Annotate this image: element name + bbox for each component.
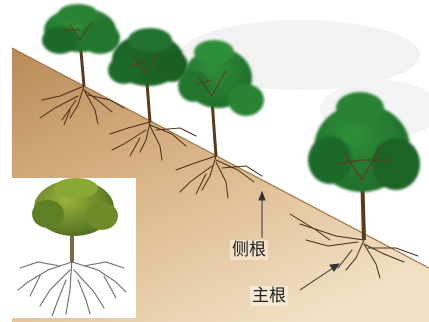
tree-2-canopy [108,28,188,86]
lateral-root-label: 侧根 [230,240,268,260]
tree-1-canopy [42,4,120,54]
tree-3-roots [175,155,263,199]
slope-surface-line [11,47,429,269]
tree-3 [175,40,264,199]
tree-1 [39,4,125,126]
tree-1-roots [39,85,125,126]
inset-roots [17,257,127,317]
tree-2-roots [109,121,197,161]
tree-3-canopy [178,40,264,116]
tree-2 [108,28,197,161]
tree-4-roots [289,213,419,279]
main-root-label: 主根 [250,286,288,306]
tree-4-canopy [308,92,420,192]
main-root-arrow [299,265,337,291]
inset-canopy [32,178,118,236]
inset-tree-image [12,178,136,318]
tree-4 [289,92,420,279]
label-arrows [258,190,341,291]
